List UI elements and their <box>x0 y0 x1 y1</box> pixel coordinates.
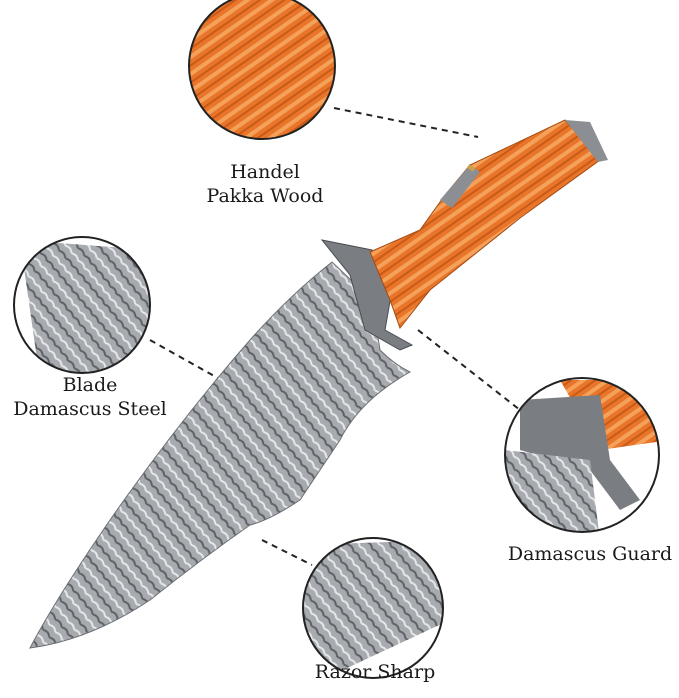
blade-label-line1: Blade <box>62 374 118 396</box>
zoom-circle-blade <box>13 236 151 374</box>
handle-label-line1: Handel <box>230 161 300 183</box>
blade-label: Blade Damascus Steel <box>5 373 175 421</box>
zoom-circle-guard <box>504 377 660 533</box>
handle <box>369 119 601 330</box>
knife <box>29 119 608 649</box>
zoom-circle-handle <box>188 0 336 140</box>
handle-label: Handel Pakka Wood <box>185 160 345 208</box>
edge-label: Razor Sharp <box>314 661 436 683</box>
blade-label-line2: Damascus Steel <box>13 398 167 420</box>
blade <box>29 261 412 649</box>
guard-label: Damascus Guard <box>507 543 673 565</box>
zoom-circle-edge <box>302 537 444 679</box>
handle-label-line2: Pakka Wood <box>206 185 324 207</box>
